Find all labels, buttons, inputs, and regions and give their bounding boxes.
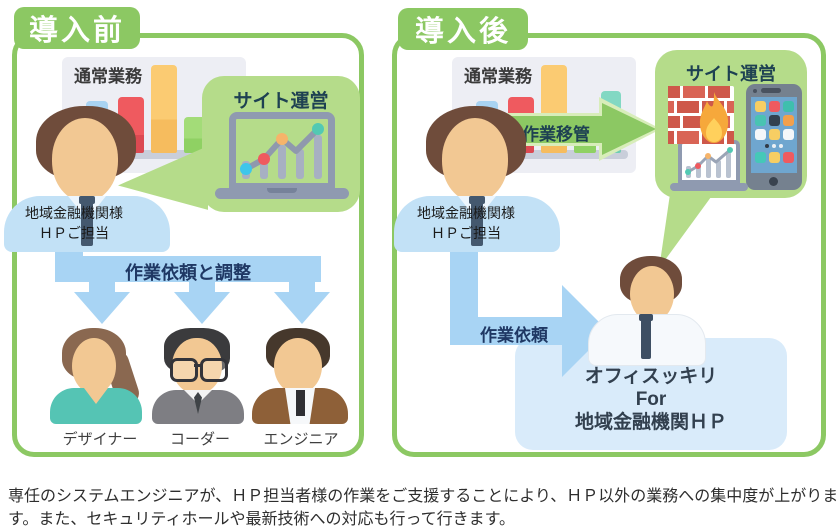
app-icon xyxy=(769,101,780,112)
avatar-tie-knot xyxy=(639,314,653,321)
phone-speaker xyxy=(761,88,781,93)
avatar-tie xyxy=(641,319,651,359)
app-icon xyxy=(769,129,780,140)
app-icon xyxy=(783,152,794,163)
plan-box-text: オフィスッキリ For 地域金融機関ＨＰ xyxy=(574,366,727,433)
avatar-tie-knot xyxy=(469,196,485,204)
bar-orange xyxy=(151,65,177,153)
down-arrow-head xyxy=(274,292,330,324)
app-icon xyxy=(769,152,780,163)
page-dot xyxy=(765,144,769,148)
hp-manager-avatar xyxy=(4,106,170,252)
transfer-arrow-label: 作業移管 xyxy=(522,125,590,144)
delegation-arrow-label: 作業依頼と調整 xyxy=(125,263,251,283)
glasses-bridge xyxy=(194,364,202,367)
down-arrow-stem xyxy=(189,280,215,294)
app-icon xyxy=(769,115,780,126)
hp-manager-avatar xyxy=(394,106,560,252)
after-person-label: 地域金融機関様 ＨＰご担当 xyxy=(417,205,515,241)
page-dot xyxy=(779,144,783,148)
avatar-face xyxy=(274,338,322,394)
phone-camera-dot xyxy=(753,89,757,93)
coder-avatar xyxy=(152,328,244,424)
app-icon xyxy=(783,115,794,126)
app-icon xyxy=(783,129,794,140)
chart-baseline xyxy=(458,150,628,159)
flame-icon xyxy=(699,92,729,143)
transfer-arrow-head xyxy=(602,103,656,155)
avatar-face xyxy=(442,118,508,202)
glasses-icon xyxy=(170,358,198,382)
page-dot xyxy=(772,144,776,148)
avatar-face xyxy=(630,266,674,322)
avatar-tie xyxy=(471,202,483,246)
avatar-tie xyxy=(81,202,93,246)
after-chart-label: 通常業務 xyxy=(464,67,532,86)
request-arrow-label: 作業依頼 xyxy=(480,326,548,345)
delegation-arrow-bar xyxy=(55,256,321,282)
down-arrow-stem xyxy=(289,280,315,294)
app-icon xyxy=(755,152,766,163)
laptop-notch xyxy=(267,188,297,193)
before-chart-label: 通常業務 xyxy=(74,67,142,86)
phone-home-button xyxy=(769,177,778,186)
chart-baseline xyxy=(68,150,238,159)
avatar-tie xyxy=(194,392,202,414)
mini-laptop-base xyxy=(670,183,748,191)
laptop-base xyxy=(215,188,349,199)
designer-label: デザイナー xyxy=(62,431,138,448)
avatar-tie-knot xyxy=(79,196,95,204)
app-icon xyxy=(783,101,794,112)
avatar-face xyxy=(72,338,116,394)
coder-label: コーダー xyxy=(169,431,230,448)
before-title-badge: 導入前 xyxy=(14,7,140,49)
se-avatar xyxy=(580,256,712,366)
down-arrow-head xyxy=(174,292,230,324)
app-icon xyxy=(755,101,766,112)
after-title: 導入後 xyxy=(414,16,511,48)
engineer-avatar xyxy=(252,328,348,424)
designer-avatar xyxy=(48,328,144,424)
bar-green xyxy=(184,117,206,153)
before-bubble-label: サイト運営 xyxy=(233,91,329,112)
mini-laptop-graph-icon xyxy=(685,147,733,178)
request-arrow-bar xyxy=(450,317,562,345)
glasses-icon xyxy=(200,358,228,382)
after-bubble-label: サイト運営 xyxy=(686,64,776,84)
app-icon xyxy=(755,129,766,140)
down-arrow-stem xyxy=(89,280,115,294)
app-icon xyxy=(755,115,766,126)
avatar-tie xyxy=(296,390,305,416)
down-arrow-head xyxy=(74,292,130,324)
after-title-badge: 導入後 xyxy=(398,8,528,50)
engineer-label: エンジニア xyxy=(263,431,339,448)
before-title: 導入前 xyxy=(28,15,125,47)
avatar-face xyxy=(52,118,118,202)
before-person-label: 地域金融機関様 ＨＰご担当 xyxy=(25,205,123,241)
laptop-graph-icon xyxy=(240,123,324,179)
caption-text: 専任のシステムエンジニアが、ＨＰ担当者様の作業をご支援することにより、ＨＰ以外の… xyxy=(8,488,839,528)
